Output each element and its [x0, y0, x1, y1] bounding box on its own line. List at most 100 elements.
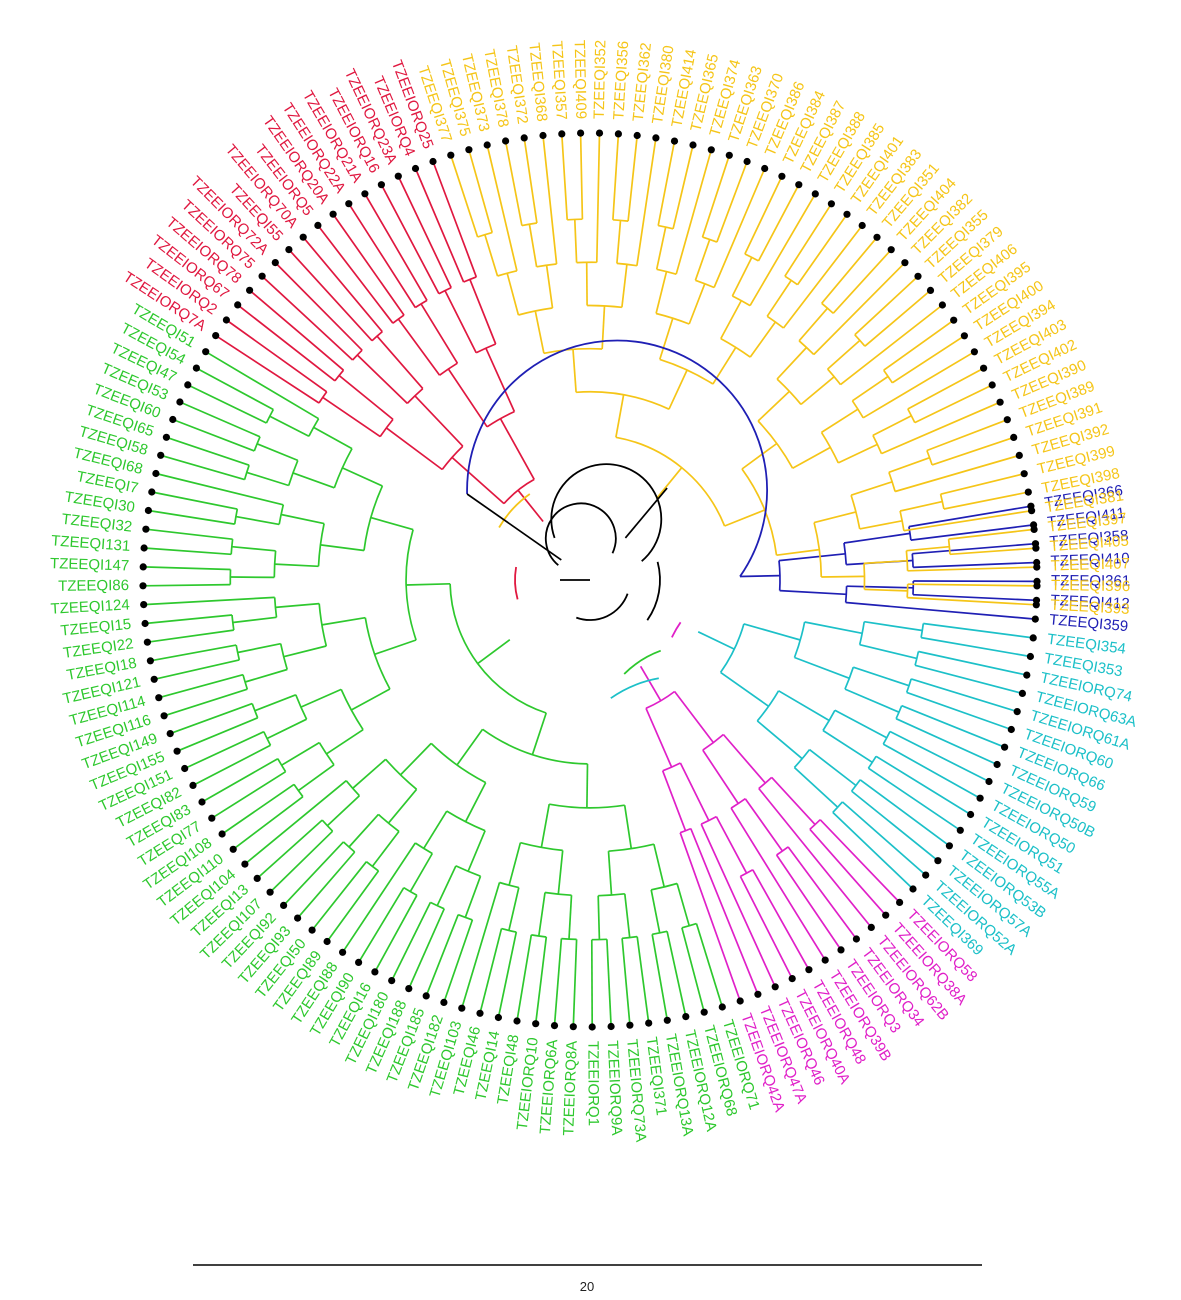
branch-green: [636, 936, 650, 1024]
branch-yellow: [813, 262, 906, 356]
branch-yellow: [837, 443, 878, 464]
leaf-dot: [645, 1019, 653, 1027]
leaf-dot: [189, 781, 197, 790]
branch-magenta: [787, 846, 858, 940]
leaf-dot: [700, 1008, 708, 1016]
leaf-dot: [914, 272, 922, 280]
branch-yellow: [528, 224, 538, 267]
clade-base-yellow: [498, 493, 531, 528]
leaf-dot: [458, 1004, 466, 1012]
clade-stem-blue: [739, 574, 780, 578]
branch-yellow: [776, 346, 808, 380]
leaf-dot: [271, 259, 279, 267]
branch-yellow: [899, 500, 943, 512]
leaf-label: TZEEQI405: [1049, 533, 1129, 556]
branch-yellow: [627, 135, 639, 222]
branch-cyan: [910, 678, 1018, 713]
leaf-dot: [169, 415, 177, 424]
branch-magenta: [673, 690, 715, 744]
branch-yellow: [940, 472, 1025, 496]
branch-yellow: [792, 446, 831, 469]
branch-yellow: [800, 376, 835, 406]
leaf-dot: [440, 998, 448, 1007]
branch-green: [508, 842, 522, 886]
leaf-dot: [707, 146, 715, 154]
leaf-label: TZEEQI359: [1049, 611, 1129, 635]
branch-blue: [908, 505, 1032, 528]
leaf-dot: [682, 1013, 690, 1021]
branch-blue: [779, 589, 847, 596]
branch-arc-yellow: [766, 315, 785, 329]
leaf-dot: [532, 1020, 540, 1028]
branch-yellow: [749, 321, 777, 358]
branch-yellow: [827, 339, 861, 370]
leaf-label: TZEEQI15: [60, 616, 132, 640]
leaf-dot: [1032, 544, 1040, 552]
branch-red: [432, 161, 478, 278]
branch-arc-yellow: [536, 263, 557, 268]
leaf-dot: [483, 141, 491, 149]
branch-green: [326, 870, 380, 943]
branch-red: [444, 290, 477, 354]
leaf-dot: [1026, 652, 1034, 661]
leaf-dot: [1028, 507, 1036, 515]
branch-arc-yellow: [939, 493, 945, 510]
branch-green: [166, 436, 250, 467]
branch-green: [179, 401, 261, 438]
branch-yellow: [914, 384, 993, 424]
branch-red: [447, 368, 488, 428]
branch-red: [338, 374, 394, 421]
branch-cyan: [901, 704, 1005, 748]
branch-green: [341, 842, 417, 953]
branch-green: [425, 914, 459, 997]
branch-red: [317, 224, 394, 324]
leaf-dot: [1001, 743, 1009, 751]
branch-green: [666, 931, 687, 1017]
branch-yellow: [572, 349, 577, 393]
branch-yellow: [545, 265, 554, 309]
branch-arc-green: [377, 813, 400, 833]
branch-magenta: [752, 869, 810, 971]
leaf-dot: [184, 381, 192, 389]
branch-red: [485, 347, 516, 412]
branch-red: [469, 279, 497, 345]
leaf-label: TZEEQI131: [51, 532, 131, 555]
branch-red: [499, 418, 535, 480]
backbone-branch: [466, 493, 562, 561]
branch-red: [420, 303, 459, 364]
branch-cyan: [864, 620, 923, 632]
branch-yellow: [757, 390, 791, 422]
leaf-dot: [141, 619, 149, 628]
leaf-dot: [909, 885, 917, 893]
branch-magenta: [775, 854, 842, 951]
leaf-dot: [1007, 725, 1015, 734]
branch-red: [288, 249, 373, 342]
branch-magenta: [819, 819, 901, 903]
branch-yellow: [863, 559, 908, 565]
branch-green: [300, 688, 342, 708]
leaf-dot: [718, 1003, 726, 1011]
branch-yellow: [832, 249, 892, 314]
branch-blue: [912, 593, 1037, 602]
branch-green: [145, 528, 233, 541]
branch-yellow: [716, 161, 748, 243]
leaf-dot: [761, 164, 769, 173]
leaf-dot: [155, 694, 163, 702]
branch-arc-yellow: [656, 268, 677, 276]
branch-green: [390, 902, 432, 981]
branch-green: [352, 758, 387, 789]
branch-arc-green: [598, 892, 625, 897]
branch-green: [154, 659, 240, 681]
leaf-dot: [1029, 634, 1037, 642]
branch-arc-green: [622, 935, 638, 940]
branch-green: [436, 865, 457, 907]
branch-yellow: [796, 213, 848, 286]
branch-yellow: [701, 155, 731, 238]
leaf-dot: [148, 488, 156, 496]
branch-yellow: [534, 310, 545, 354]
leaf-dot: [614, 130, 623, 138]
branch-red: [332, 213, 405, 316]
branch-green: [237, 642, 281, 654]
branch-yellow: [903, 509, 1032, 532]
